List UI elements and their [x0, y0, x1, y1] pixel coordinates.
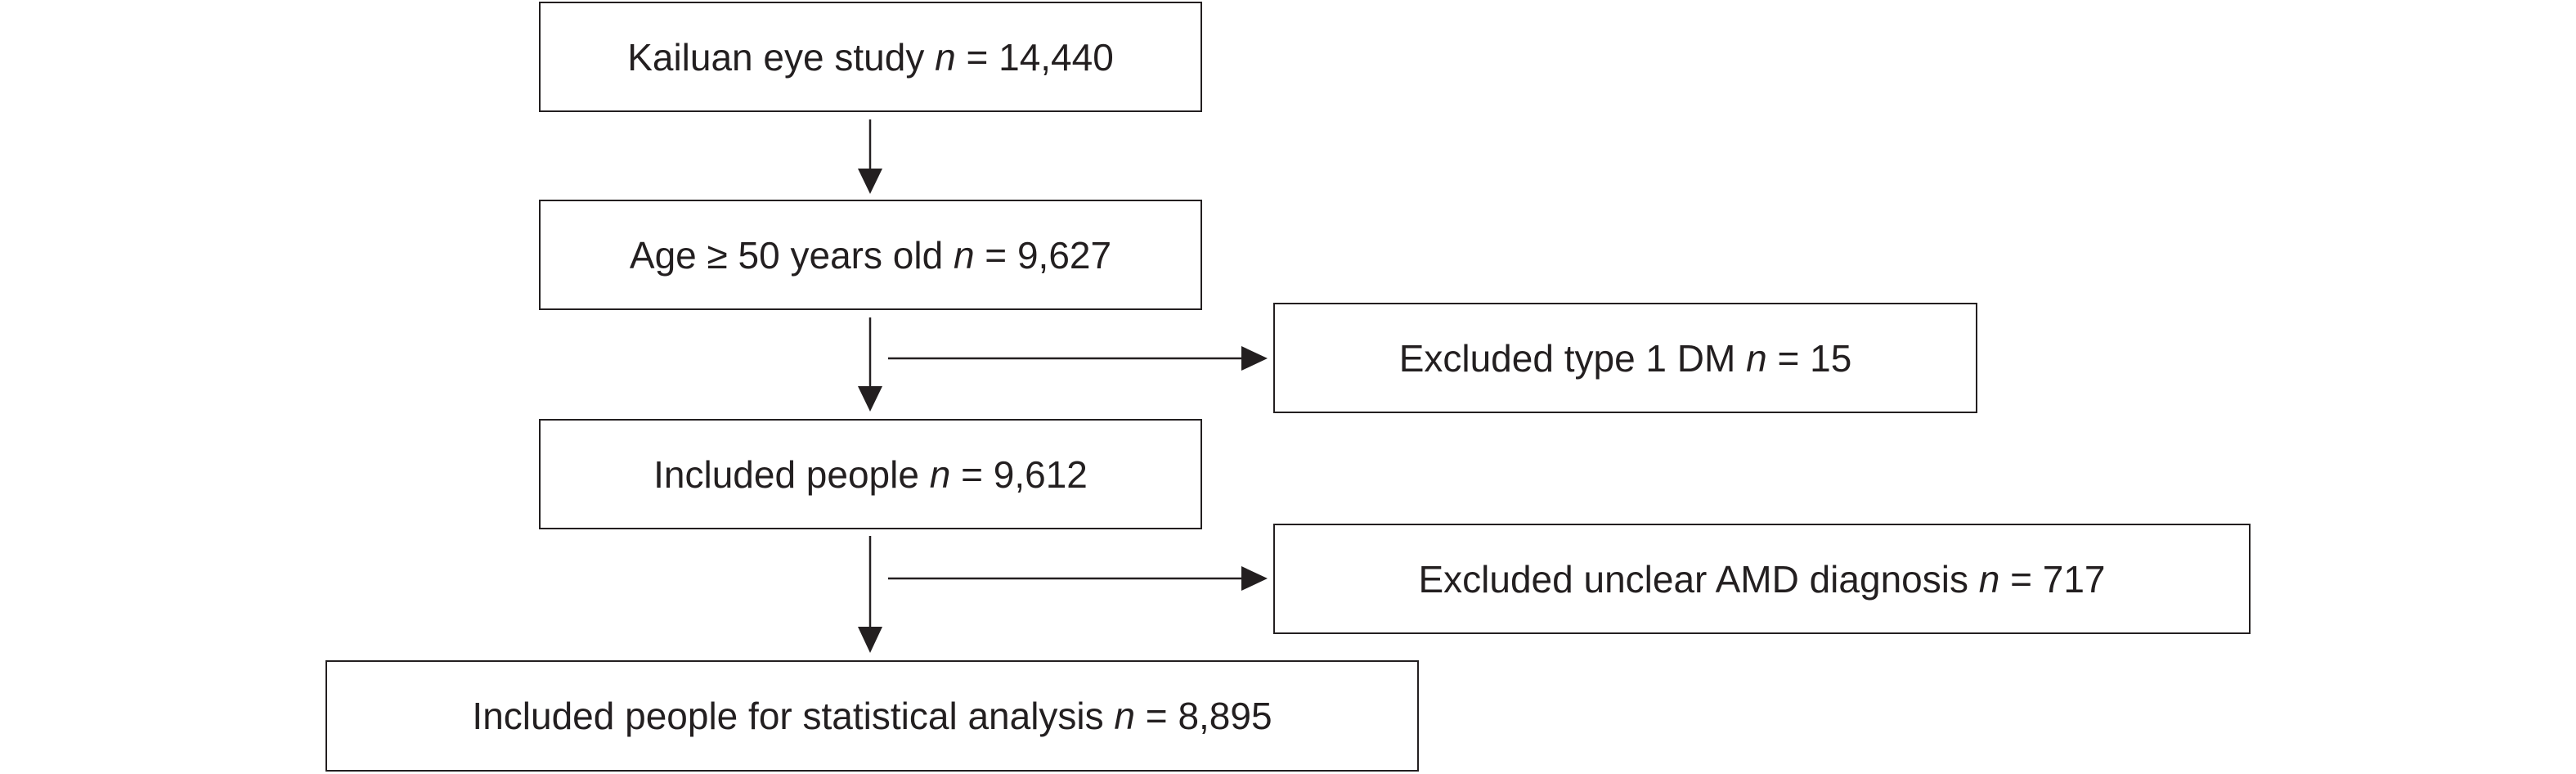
kailuan-study-box: Kailuan eye study n = 14,440 [539, 2, 1202, 112]
kailuan-label: Kailuan eye study [627, 35, 936, 79]
type1-value: = 15 [1766, 336, 1852, 380]
final-value: = 8,895 [1135, 695, 1272, 737]
included-label: Included people [653, 452, 930, 496]
amd-label: Excluded unclear AMD diagnosis [1418, 557, 1979, 601]
arrowhead-age [858, 169, 882, 194]
arrowhead-final [858, 627, 882, 653]
age-n-symbol: n [953, 233, 975, 277]
kailuan-n-symbol: n [935, 35, 956, 79]
type1-n-symbol: n [1746, 336, 1767, 380]
included-n-symbol: n [929, 452, 951, 496]
arrowhead-type1 [1241, 346, 1268, 371]
included-value: = 9,612 [950, 452, 1088, 496]
kailuan-value: = 14,440 [955, 35, 1114, 79]
included-people-box: Included people n = 9,612 [539, 419, 1202, 529]
excluded-type1-dm-box: Excluded type 1 DM n = 15 [1273, 303, 1977, 413]
age-criterion-box: Age ≥ 50 years old n = 9,627 [539, 200, 1202, 310]
arrowhead-included [858, 386, 882, 412]
arrowhead-amd [1241, 566, 1268, 591]
final-n-symbol: n [1114, 695, 1136, 737]
type1-label: Excluded type 1 DM [1398, 336, 1747, 380]
amd-value: = 717 [1999, 557, 2106, 601]
final-label: Included people for statistical analysis [472, 695, 1115, 737]
final-analysis-box: Included people for statistical analysis… [325, 660, 1419, 772]
age-label: Age ≥ 50 years old [629, 233, 954, 277]
excluded-amd-box: Excluded unclear AMD diagnosis n = 717 [1273, 524, 2251, 634]
amd-n-symbol: n [1978, 557, 2000, 601]
age-value: = 9,627 [974, 233, 1112, 277]
